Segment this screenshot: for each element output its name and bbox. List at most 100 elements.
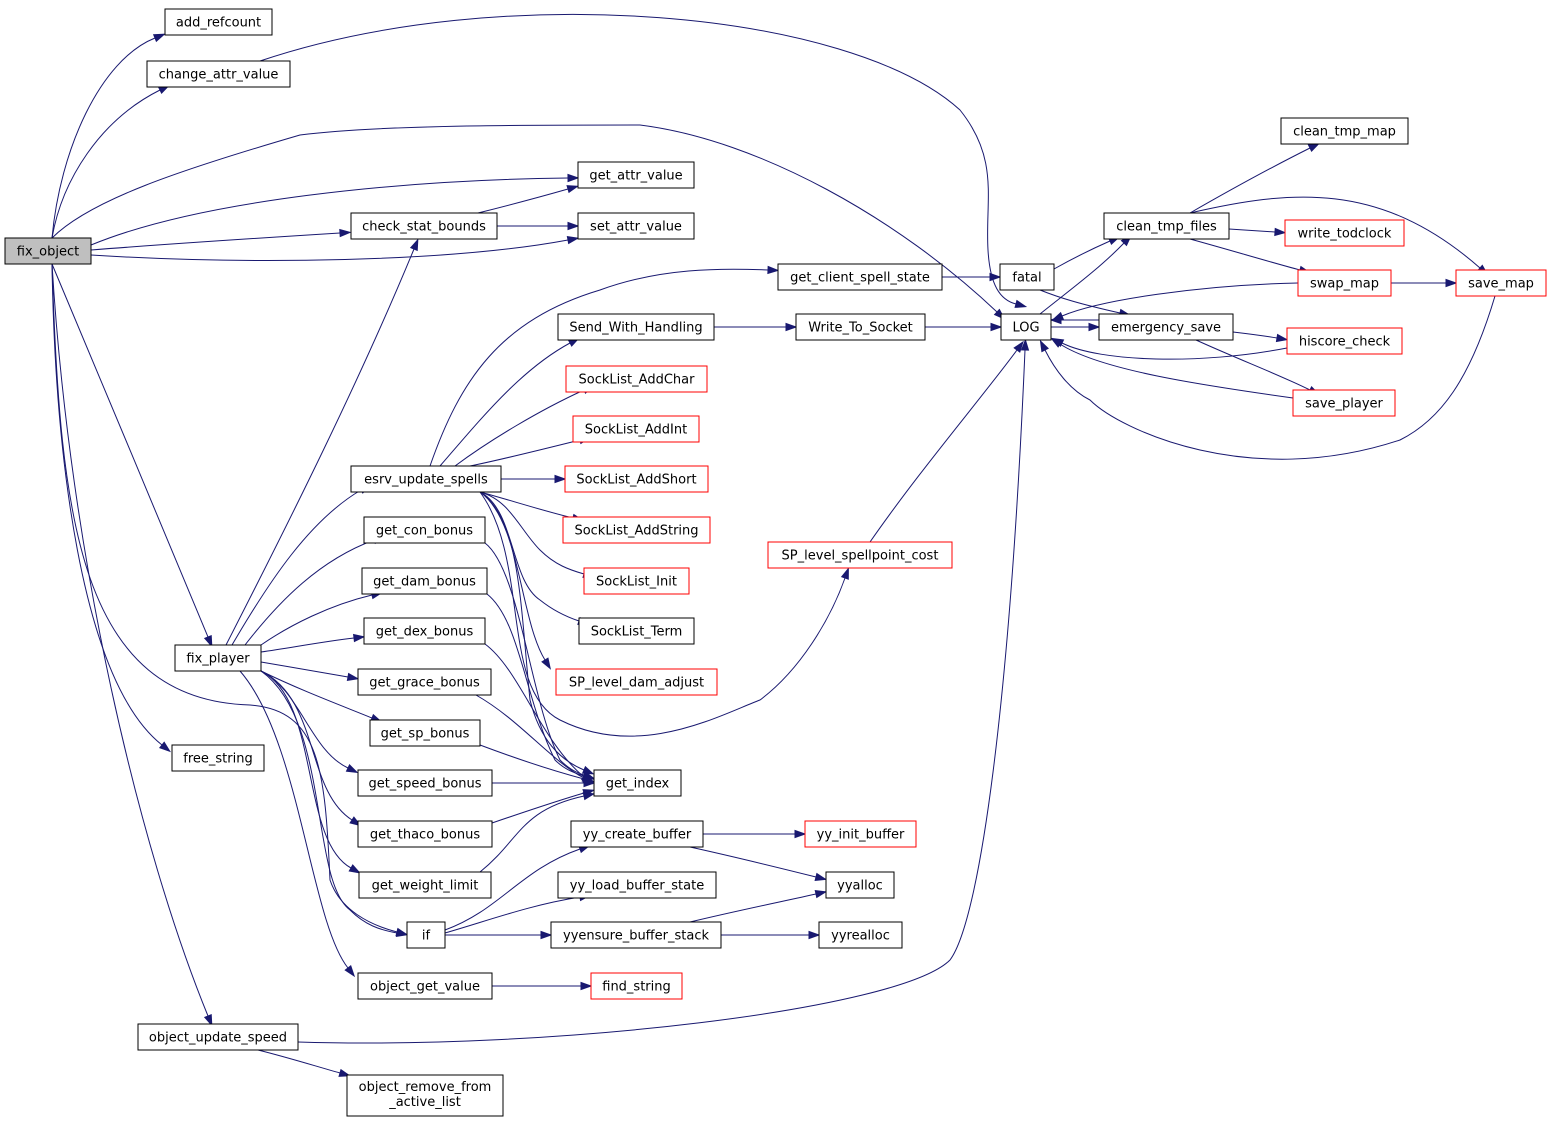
node-object_remove_from_active_list[interactable]: object_remove_from_active_list bbox=[346, 1074, 504, 1117]
node-yyrealloc[interactable]: yyrealloc bbox=[818, 921, 903, 949]
node-SockList_AddChar[interactable]: SockList_AddChar bbox=[565, 365, 708, 393]
node-box bbox=[363, 617, 486, 645]
node-box bbox=[577, 212, 695, 240]
node-free_string[interactable]: free_string bbox=[171, 744, 265, 772]
arrowhead-clean_tmp_files-to-clean_tmp_map bbox=[1307, 142, 1321, 152]
node-add_refcount[interactable]: add_refcount bbox=[164, 8, 273, 36]
edge-line bbox=[51, 263, 209, 1017]
node-find_string[interactable]: find_string bbox=[590, 972, 683, 1000]
node-get_con_bonus[interactable]: get_con_bonus bbox=[363, 516, 486, 544]
edge-fix_object-to-change_attr_value bbox=[51, 84, 171, 239]
node-box bbox=[137, 1023, 299, 1051]
edge-line bbox=[479, 744, 585, 780]
node-label: SockList_AddShort bbox=[576, 473, 696, 488]
edge-line bbox=[1189, 238, 1301, 271]
node-get_sp_bonus[interactable]: get_sp_bonus bbox=[369, 719, 481, 747]
node-save_map[interactable]: save_map bbox=[1455, 269, 1547, 297]
node-box bbox=[357, 668, 492, 696]
node-SP_level_spellpoint_cost[interactable]: SP_level_spellpoint_cost bbox=[767, 541, 953, 569]
node-get_weight_limit[interactable]: get_weight_limit bbox=[358, 871, 492, 899]
node-LOG[interactable]: LOG bbox=[1000, 313, 1052, 341]
edge-line bbox=[1044, 295, 1496, 460]
node-get_grace_bonus[interactable]: get_grace_bonus bbox=[357, 668, 492, 696]
node-box bbox=[1455, 269, 1547, 297]
arrowhead-change_attr_value-to-LOG bbox=[1014, 299, 1028, 308]
edge-line bbox=[231, 489, 362, 646]
edge-fix_object-to-add_refcount bbox=[51, 33, 166, 239]
arrowhead-fix_object-to-get_attr_value bbox=[567, 173, 580, 183]
node-box bbox=[564, 465, 709, 493]
node-get_index[interactable]: get_index bbox=[593, 769, 682, 797]
edge-line bbox=[477, 188, 569, 214]
edge-line bbox=[297, 349, 1026, 1044]
edge-get_client_spell_state-to-fatal bbox=[942, 272, 1002, 282]
edge-fix_object-to-set_attr_value bbox=[90, 235, 580, 261]
edge-line bbox=[1061, 342, 1288, 360]
node-box bbox=[350, 212, 498, 240]
node-box bbox=[557, 871, 717, 899]
node-yyensure_buffer_stack[interactable]: yyensure_buffer_stack bbox=[550, 921, 722, 949]
edge-fix_player-to-check_stat_bounds bbox=[225, 238, 419, 646]
node-write_todclock[interactable]: write_todclock bbox=[1284, 219, 1405, 247]
node-label: _active_list bbox=[388, 1095, 461, 1110]
node-Write_To_Socket[interactable]: Write_To_Socket bbox=[795, 313, 926, 341]
node-object_get_value[interactable]: object_get_value bbox=[357, 972, 493, 1000]
edge-esrv_update_spells-to-SockList_Term bbox=[479, 491, 590, 625]
node-object_update_speed[interactable]: object_update_speed bbox=[137, 1023, 299, 1051]
edge-line bbox=[260, 637, 355, 653]
edge-line bbox=[475, 694, 585, 779]
node-SockList_AddShort[interactable]: SockList_AddShort bbox=[564, 465, 709, 493]
node-Send_With_Handling[interactable]: Send_With_Handling bbox=[557, 313, 715, 341]
node-get_attr_value[interactable]: get_attr_value bbox=[577, 161, 695, 189]
node-SockList_Init[interactable]: SockList_Init bbox=[583, 567, 690, 595]
arrowhead-emergency_save-to-hiscore_check bbox=[1275, 333, 1289, 343]
arrowhead-fix_player-to-get_speed_bonus bbox=[345, 763, 359, 774]
node-emergency_save[interactable]: emergency_save bbox=[1098, 313, 1234, 341]
node-SockList_Term[interactable]: SockList_Term bbox=[578, 617, 695, 645]
arrowhead-fix_object-to-object_update_speed bbox=[203, 1013, 213, 1027]
edge-object_update_speed-to-LOG bbox=[297, 338, 1030, 1044]
node-hiscore_check[interactable]: hiscore_check bbox=[1286, 327, 1403, 355]
node-clean_tmp_files[interactable]: clean_tmp_files bbox=[1103, 212, 1230, 240]
edge-object_get_value-to-find_string bbox=[492, 981, 593, 991]
node-get_dam_bonus[interactable]: get_dam_bonus bbox=[361, 567, 488, 595]
edge-line bbox=[1232, 331, 1278, 339]
node-box bbox=[999, 263, 1055, 291]
node-get_speed_bonus[interactable]: get_speed_bonus bbox=[357, 769, 493, 797]
node-box bbox=[346, 1074, 504, 1117]
node-label: SP_level_spellpoint_cost bbox=[782, 549, 939, 564]
edge-line bbox=[1189, 196, 1481, 269]
node-set_attr_value[interactable]: set_attr_value bbox=[577, 212, 695, 240]
edge-fix_player-to-get_dex_bonus bbox=[260, 633, 366, 653]
node-fatal[interactable]: fatal bbox=[999, 263, 1055, 291]
node-swap_map[interactable]: swap_map bbox=[1297, 269, 1392, 297]
node-label: SP_level_dam_adjust bbox=[569, 676, 704, 691]
node-label: clean_tmp_map bbox=[1293, 125, 1396, 140]
node-label: object_remove_from bbox=[359, 1080, 492, 1095]
node-yyalloc[interactable]: yyalloc bbox=[825, 871, 895, 899]
node-change_attr_value[interactable]: change_attr_value bbox=[146, 60, 291, 88]
node-label: yyensure_buffer_stack bbox=[563, 929, 709, 944]
node-get_thaco_bonus[interactable]: get_thaco_bonus bbox=[357, 820, 493, 848]
node-if[interactable]: if bbox=[406, 921, 446, 949]
edge-get_weight_limit-to-get_index bbox=[479, 792, 596, 873]
edge-fix_player-to-get_grace_bonus bbox=[260, 661, 360, 682]
node-yy_create_buffer[interactable]: yy_create_buffer bbox=[570, 820, 704, 848]
node-SockList_AddString[interactable]: SockList_AddString bbox=[562, 516, 711, 544]
edge-line bbox=[469, 439, 581, 467]
edge-line bbox=[444, 848, 581, 931]
node-label: if bbox=[422, 929, 431, 944]
node-yy_init_buffer[interactable]: yy_init_buffer bbox=[804, 820, 917, 848]
node-check_stat_bounds[interactable]: check_stat_bounds bbox=[350, 212, 498, 240]
node-get_dex_bonus[interactable]: get_dex_bonus bbox=[363, 617, 486, 645]
node-SockList_AddInt[interactable]: SockList_AddInt bbox=[572, 415, 700, 443]
node-label: get_sp_bonus bbox=[381, 727, 470, 742]
node-save_player[interactable]: save_player bbox=[1292, 389, 1396, 417]
node-yy_load_buffer_state[interactable]: yy_load_buffer_state bbox=[557, 871, 717, 899]
node-label: save_player bbox=[1305, 397, 1383, 412]
node-SP_level_dam_adjust[interactable]: SP_level_dam_adjust bbox=[555, 668, 718, 696]
node-esrv_update_spells[interactable]: esrv_update_spells bbox=[350, 465, 502, 493]
node-get_client_spell_state[interactable]: get_client_spell_state bbox=[777, 263, 943, 291]
node-clean_tmp_map[interactable]: clean_tmp_map bbox=[1280, 117, 1409, 145]
node-fix_player[interactable]: fix_player bbox=[174, 644, 262, 672]
